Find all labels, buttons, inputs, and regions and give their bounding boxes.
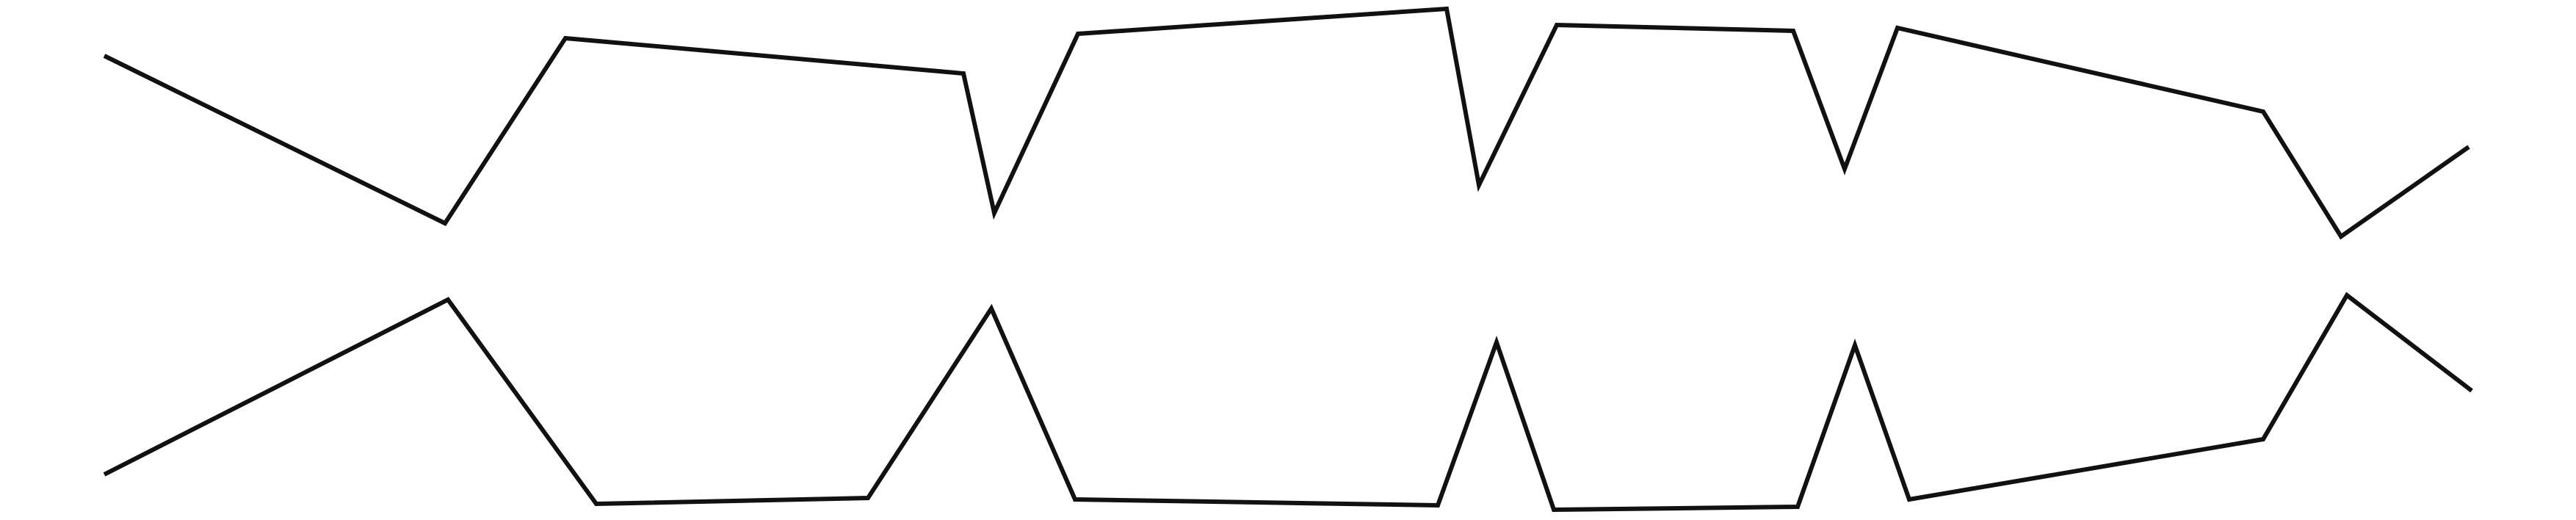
lower-zigzag-line <box>103 292 2473 513</box>
upper-zigzag-line <box>103 6 2470 240</box>
